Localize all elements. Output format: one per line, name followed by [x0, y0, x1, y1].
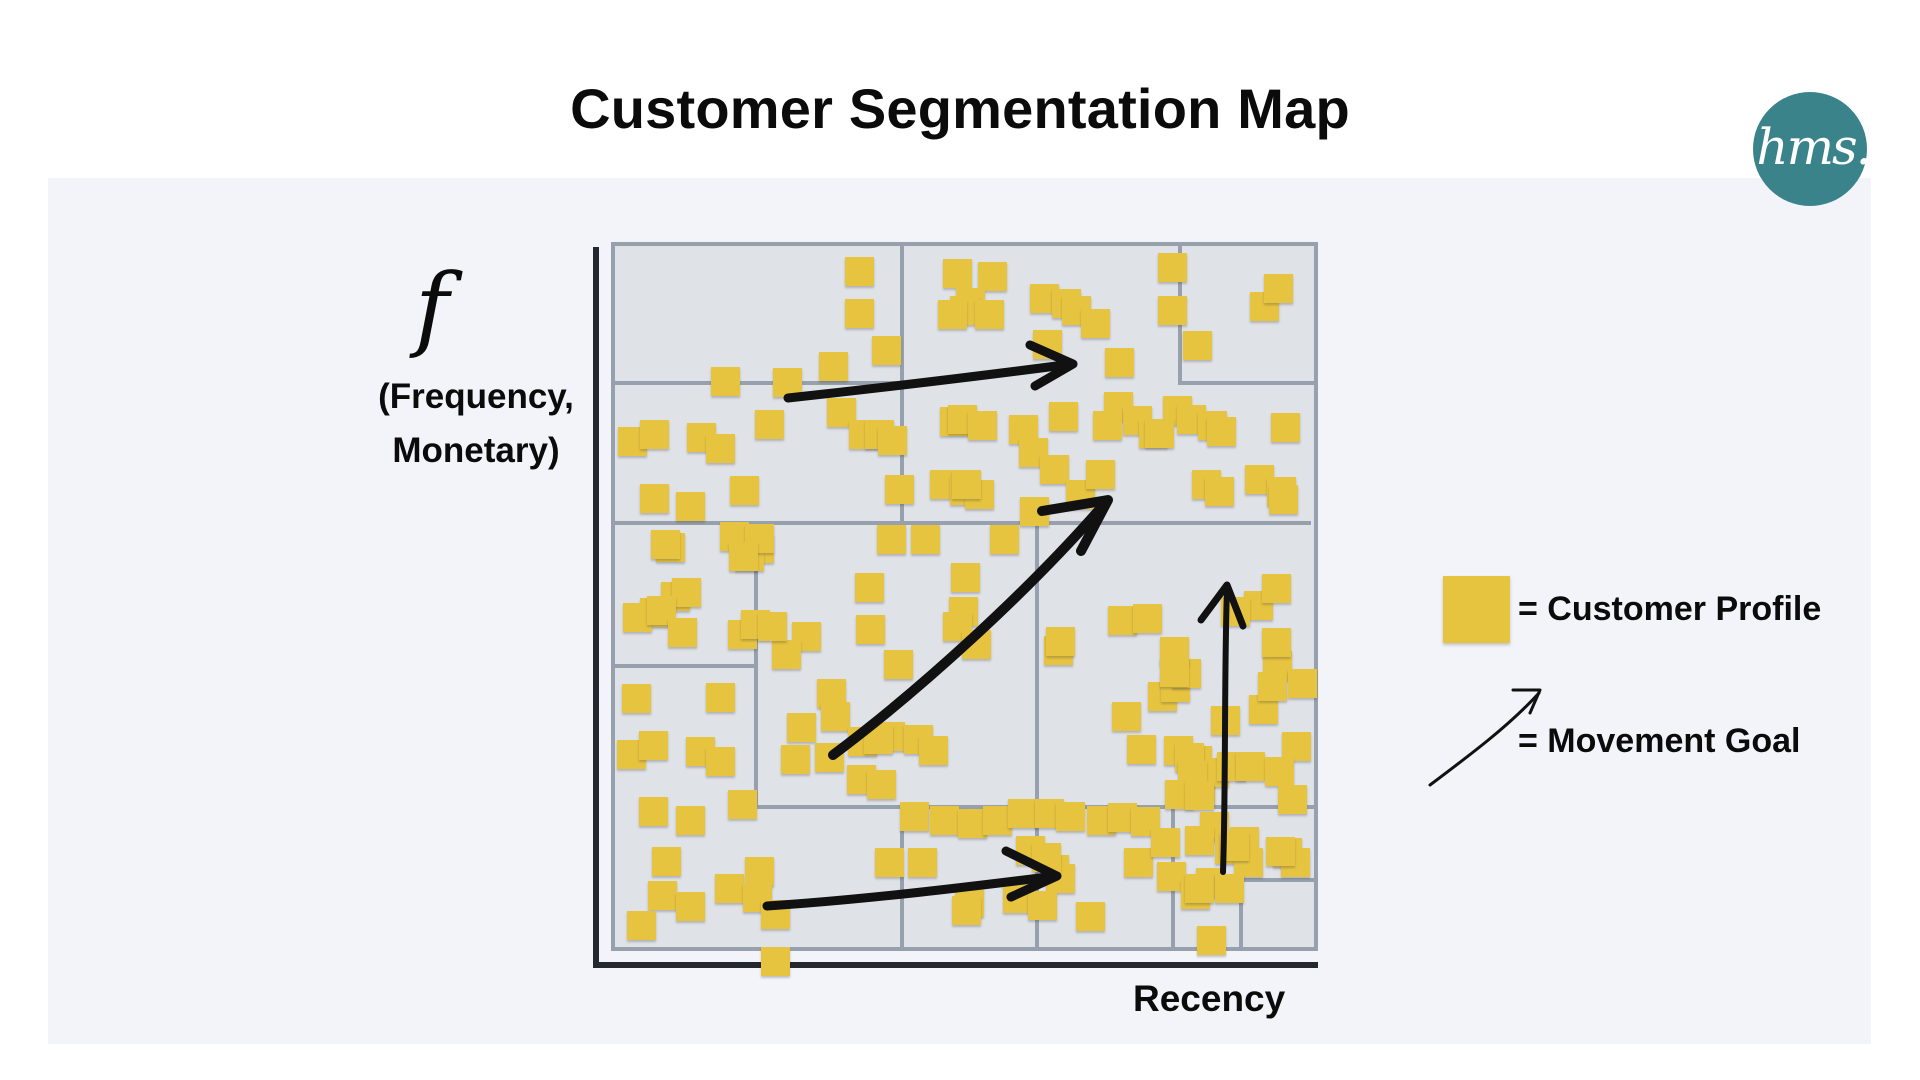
y-axis-label: (Frequency, Monetary): [356, 370, 596, 478]
page-title: Customer Segmentation Map: [570, 77, 1350, 140]
vertical-arrow-head: [1197, 581, 1247, 630]
diagonal-arrow-head: [1037, 495, 1113, 556]
top-arrow-head: [1025, 340, 1078, 391]
x-axis-line: [593, 962, 1318, 968]
y-axis-label-line1: (Frequency,: [378, 377, 574, 416]
vertical-arrow-shaft: [1220, 585, 1230, 875]
diagonal-arrow: [828, 495, 1113, 760]
legend-arrow-icon: [1428, 688, 1542, 787]
diagonal-arrow-shaft: [828, 497, 1111, 760]
bottom-arrow-head: [1001, 846, 1062, 902]
top-arrow-shaft: [783, 359, 1077, 403]
legend-customer-profile: = Customer Profile: [1518, 590, 1822, 628]
hms-logo: hms.: [1753, 92, 1872, 206]
top-arrow: [783, 340, 1078, 403]
y-axis-symbol: f: [415, 254, 450, 361]
vertical-arrow: [1197, 581, 1247, 875]
bottom-arrow: [762, 846, 1062, 911]
logo-text: hms.: [1756, 118, 1871, 176]
y-axis-line: [593, 247, 599, 968]
y-axis-label-line2: Monetary): [392, 431, 560, 470]
legend-movement-goal: = Movement Goal: [1518, 722, 1801, 760]
bottom-arrow-shaft: [762, 871, 1061, 911]
customer-profile-swatch: [1443, 576, 1510, 643]
x-axis-label: Recency: [1133, 978, 1286, 1019]
